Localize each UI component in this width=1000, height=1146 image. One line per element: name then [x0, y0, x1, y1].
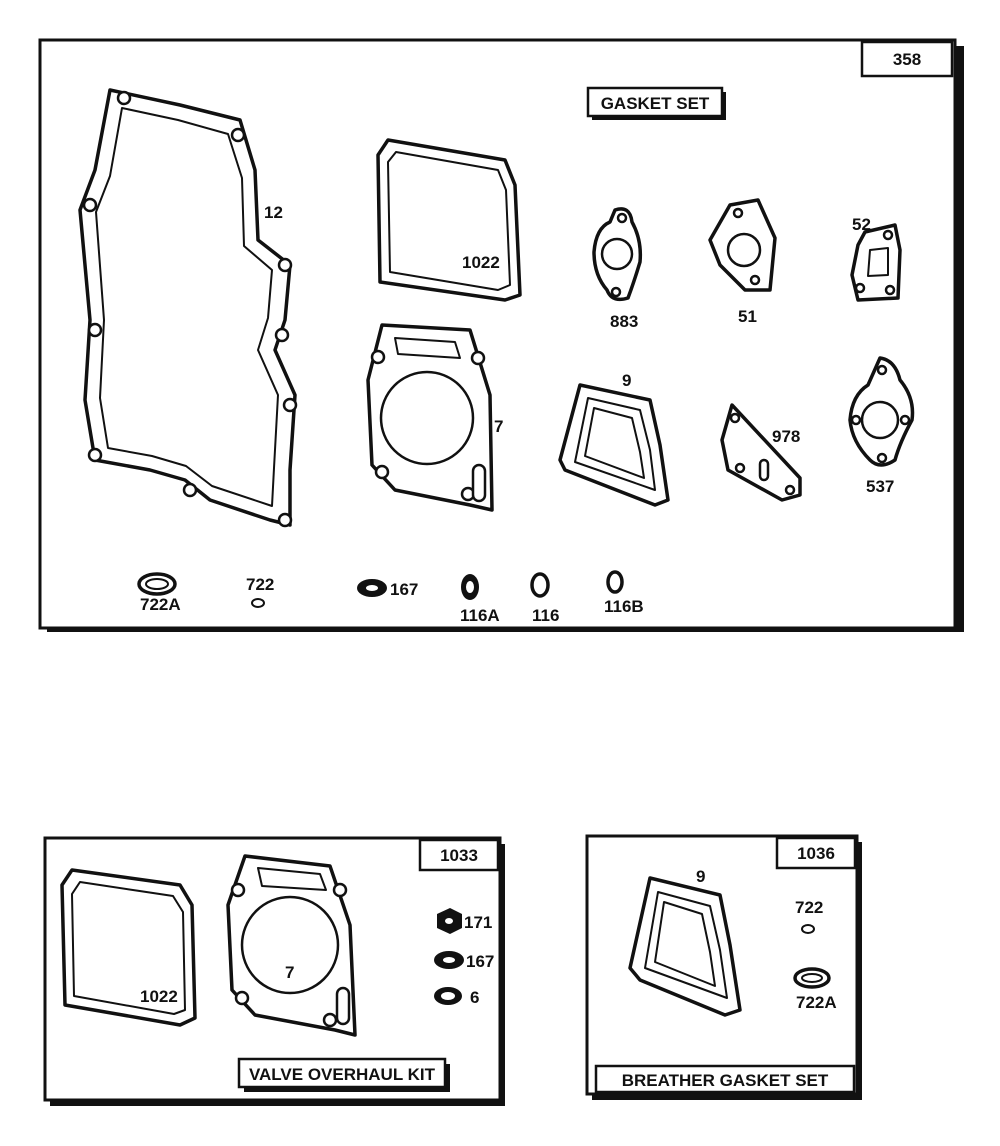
- label-51: 51: [738, 307, 757, 326]
- seal-116: 116: [530, 572, 559, 625]
- gasket-set-panel: 358 GASKET SET 12 1022: [38, 38, 964, 632]
- oring-722a: 722A: [137, 572, 181, 614]
- label-12: 12: [264, 203, 283, 222]
- seal-116b: 116B: [604, 570, 644, 616]
- label-1022: 1022: [140, 987, 178, 1006]
- valve-overhaul-kit-title-box: VALVE OVERHAUL KIT: [237, 1057, 450, 1092]
- valve-cover-gasket-1022: 1022: [376, 138, 522, 302]
- breather-gasket-set-panel: 1036 9 722 722A BREATHER GASKET SET: [585, 834, 862, 1100]
- oring-722: 722: [246, 575, 274, 608]
- label-722: 722: [795, 898, 823, 917]
- breather-gasket-9: 9: [558, 371, 670, 507]
- cylinder-head-gasket-7: 7: [226, 854, 357, 1037]
- label-7: 7: [285, 963, 294, 982]
- crankcase-gasket-12: 12: [78, 88, 298, 528]
- label-722: 722: [246, 575, 274, 594]
- breather-gasket-9: 9: [628, 867, 742, 1017]
- washer-6: 6: [434, 987, 479, 1007]
- cylinder-head-gasket-7: 7: [366, 323, 503, 512]
- kit-number-box-358: 358: [860, 40, 954, 78]
- valve-overhaul-kit-panel: 1033 1022 7 171: [43, 836, 505, 1106]
- valve-cover-gasket-1022: 1022: [60, 868, 197, 1027]
- seal-167: 167: [434, 951, 494, 971]
- seal-167: 167: [357, 579, 418, 599]
- kit-number-box-1036: 1036: [775, 836, 857, 870]
- gasket-52: 52: [850, 215, 902, 302]
- label-9: 9: [622, 371, 631, 390]
- breather-gasket-set-title: BREATHER GASKET SET: [622, 1071, 829, 1090]
- valve-overhaul-kit-title: VALVE OVERHAUL KIT: [249, 1065, 436, 1084]
- label-171: 171: [464, 913, 492, 932]
- label-1022: 1022: [462, 253, 500, 272]
- label-722a: 722A: [796, 993, 837, 1012]
- label-167: 167: [466, 952, 494, 971]
- label-116a: 116A: [460, 606, 500, 625]
- kit-number: 1036: [797, 844, 835, 863]
- label-978: 978: [772, 427, 800, 446]
- kit-number: 1033: [440, 846, 478, 865]
- gasket-537: 537: [848, 356, 915, 496]
- label-537: 537: [866, 477, 894, 496]
- label-6: 6: [470, 988, 479, 1007]
- label-9: 9: [696, 867, 705, 886]
- label-52: 52: [852, 215, 871, 234]
- label-116b: 116B: [604, 597, 644, 616]
- label-722a: 722A: [140, 595, 181, 614]
- seal-116a: 116A: [460, 574, 500, 625]
- gasket-978: 978: [720, 403, 802, 502]
- oring-722a: 722A: [793, 967, 837, 1012]
- nut-171: 171: [437, 908, 492, 934]
- label-883: 883: [610, 312, 638, 331]
- gasket-set-title-box: GASKET SET: [586, 86, 726, 120]
- gasket-883: 883: [592, 207, 643, 331]
- gasket-51: 51: [708, 198, 777, 326]
- label-116: 116: [532, 606, 559, 625]
- breather-gasket-set-title-box: BREATHER GASKET SET: [594, 1064, 856, 1094]
- label-7: 7: [494, 417, 503, 436]
- oring-722: 722: [795, 898, 823, 934]
- kit-number: 358: [893, 50, 921, 69]
- gasket-set-title: GASKET SET: [601, 94, 710, 113]
- kit-number-box-1033: 1033: [418, 838, 500, 872]
- label-167: 167: [390, 580, 418, 599]
